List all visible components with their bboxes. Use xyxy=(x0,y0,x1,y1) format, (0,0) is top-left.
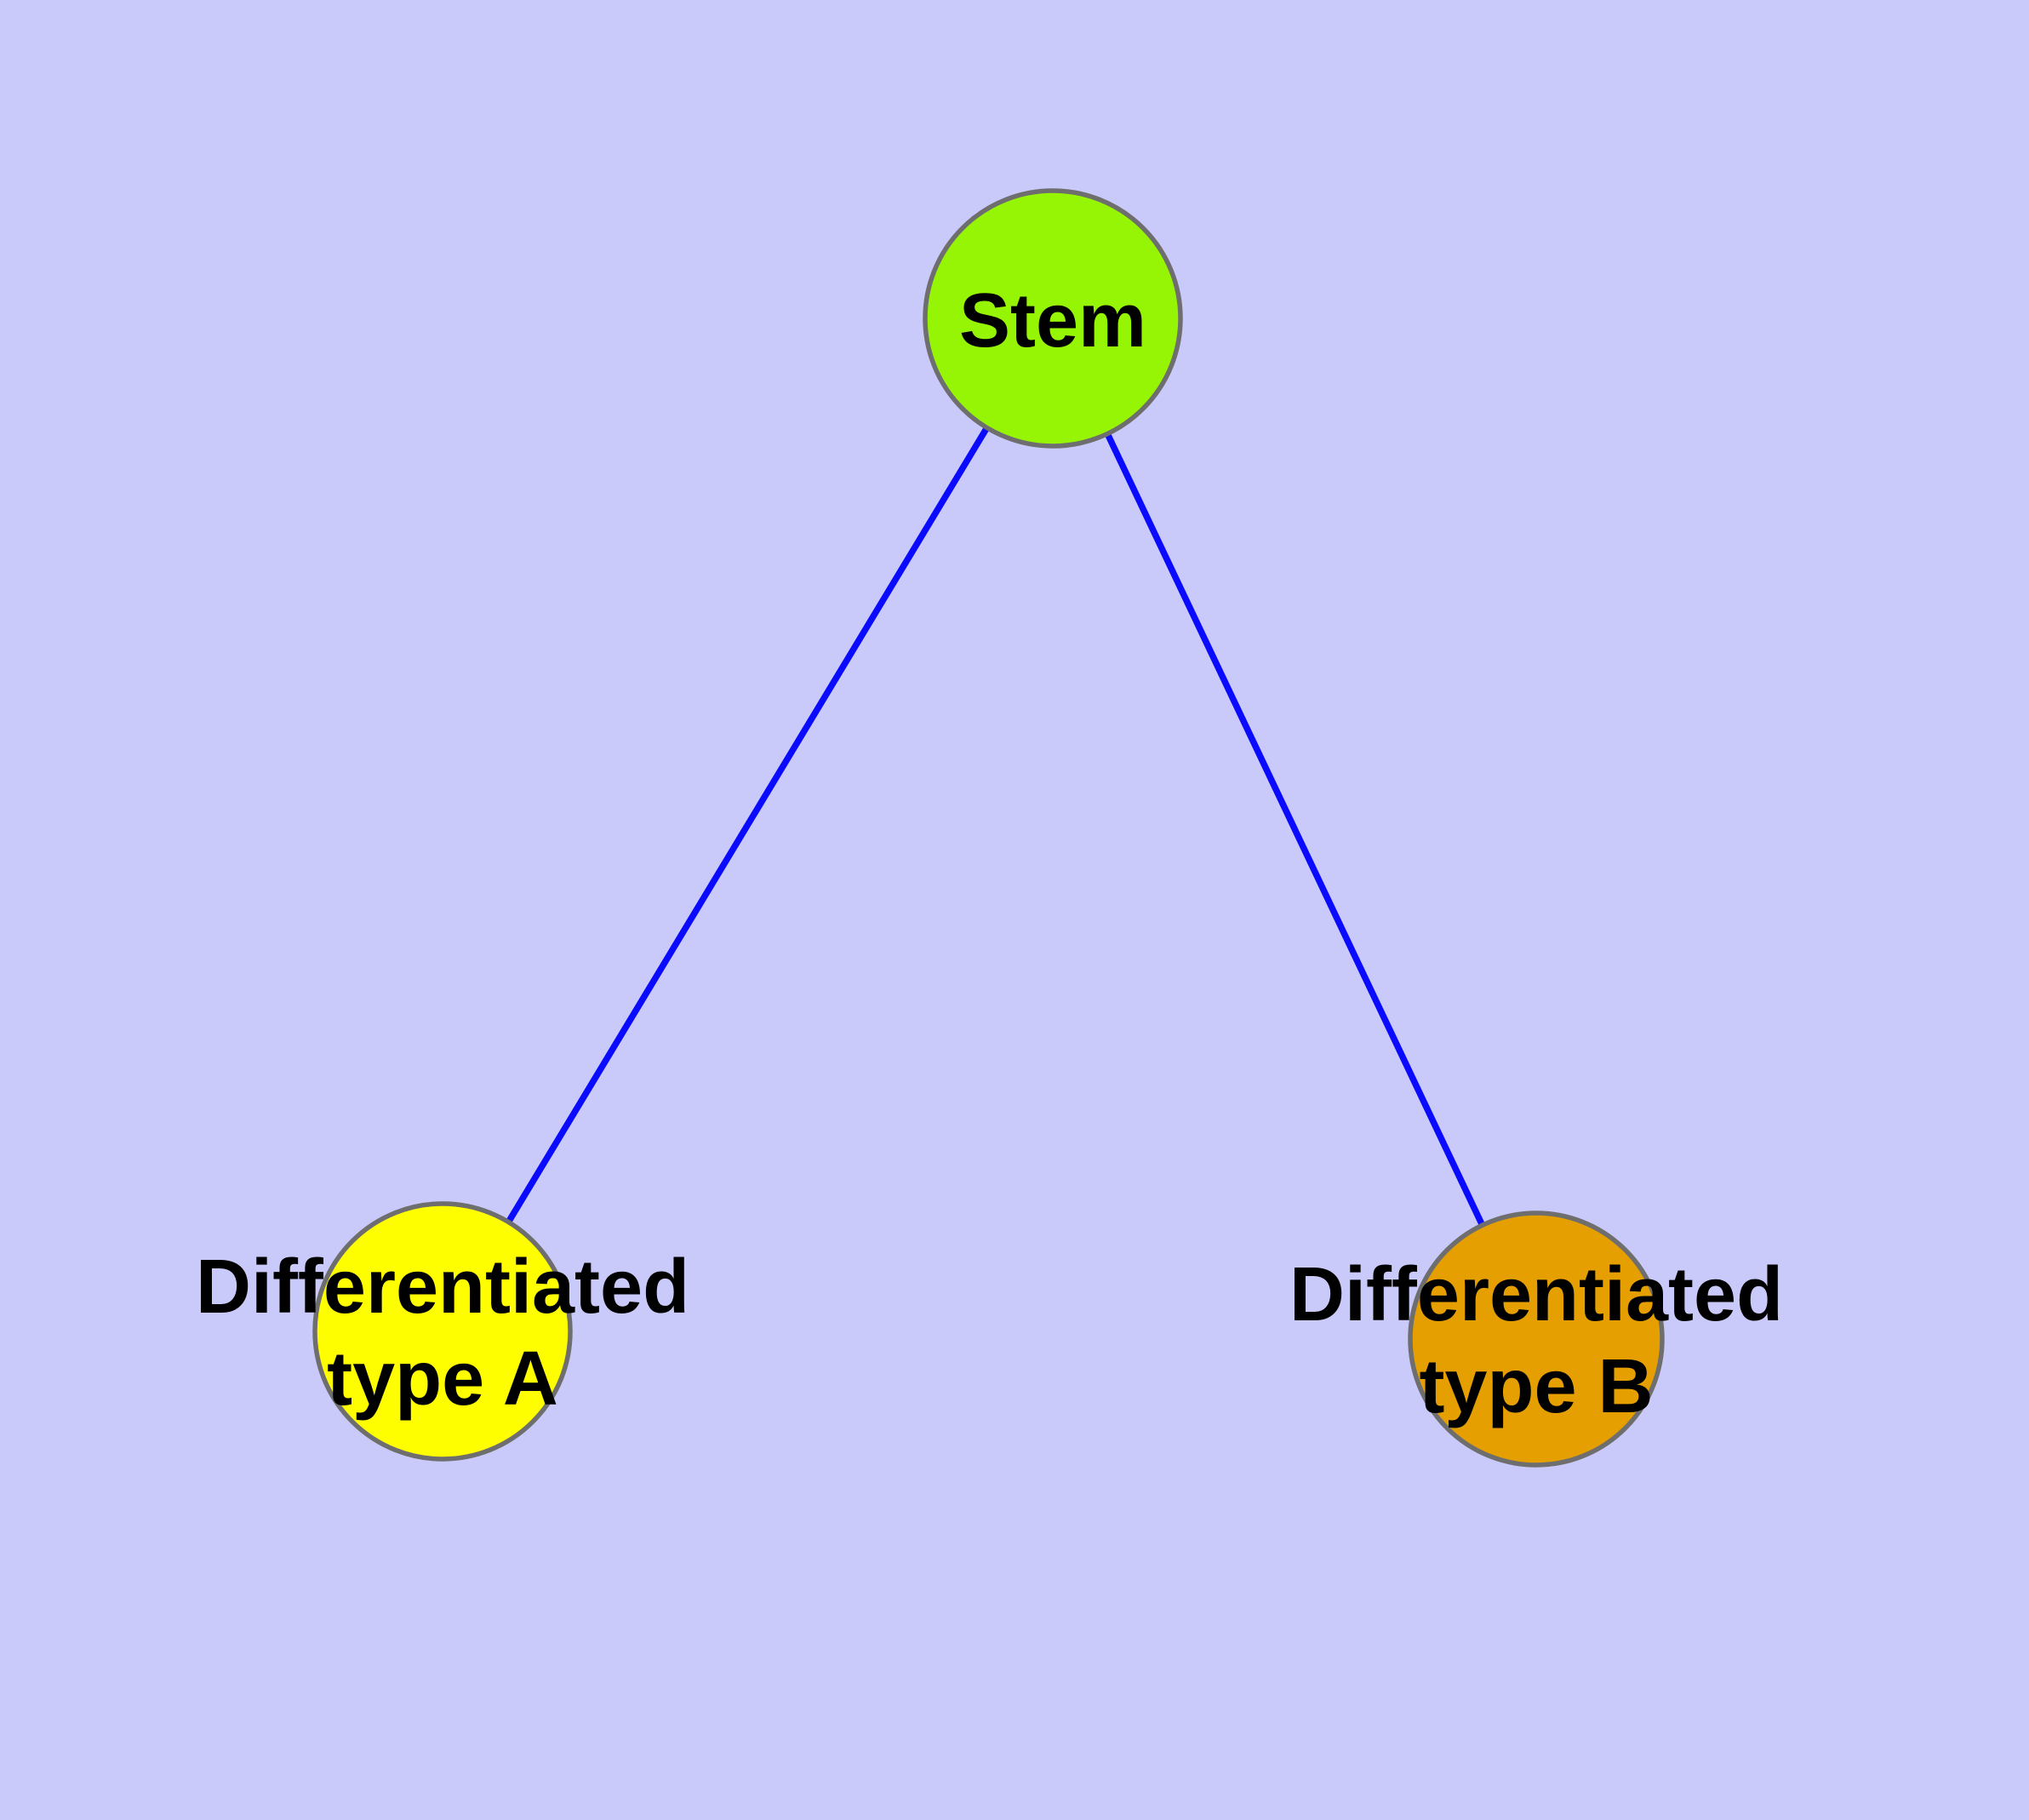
node-type-b xyxy=(1408,1210,1665,1468)
edge-stem-to-type-a xyxy=(439,317,1056,1333)
edge-stem-to-type-b xyxy=(1049,317,1540,1341)
node-stem xyxy=(923,188,1183,449)
node-type-a xyxy=(312,1201,573,1462)
